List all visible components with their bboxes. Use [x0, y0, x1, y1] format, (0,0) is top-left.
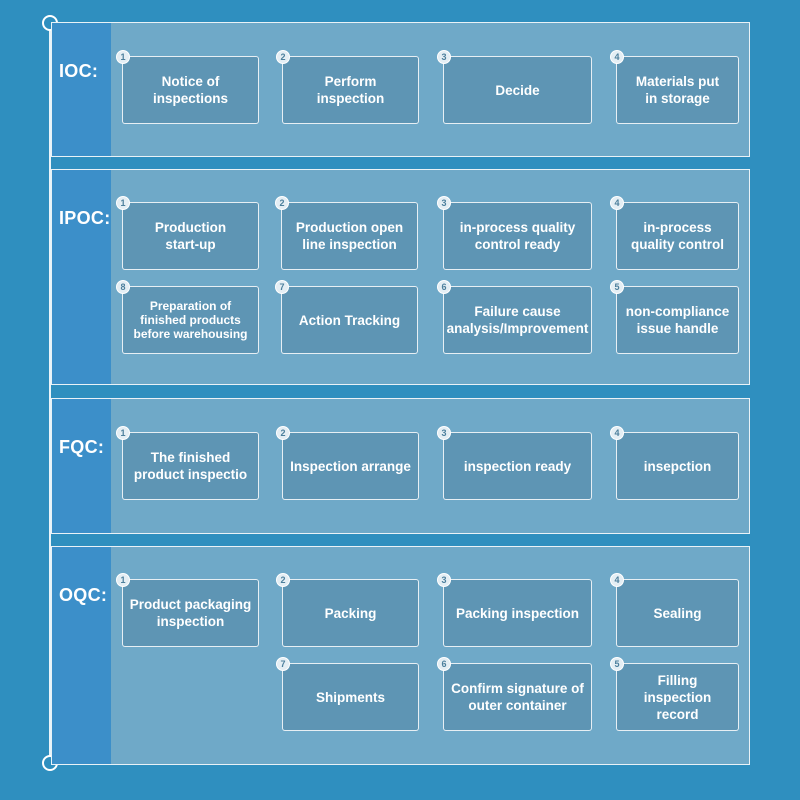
oqc-step-1[interactable]: 1 Product packaging inspection — [116, 573, 259, 647]
step-number-badge: 7 — [275, 280, 289, 294]
section-ipoc: IPOC: 1 Production start-up 2 Production… — [51, 169, 750, 385]
oqc-step-6[interactable]: 6 Confirm signature of outer container — [437, 657, 592, 731]
step-number-badge: 2 — [276, 573, 290, 587]
step-number-badge: 3 — [437, 573, 451, 587]
oqc-step-2[interactable]: 2 Packing — [276, 573, 419, 647]
ipoc-step-8[interactable]: 8 Preparation of finished products befor… — [116, 280, 259, 354]
step-number-badge: 8 — [116, 280, 130, 294]
step-number-badge: 2 — [276, 50, 290, 64]
step-label: in-process quality control ready — [459, 220, 576, 252]
step-label: Decide — [495, 82, 540, 98]
section-oqc-sidebar — [52, 547, 111, 764]
oqc-step-4[interactable]: 4 Sealing — [610, 573, 739, 647]
step-label: Packing — [324, 605, 377, 621]
step-number-badge: 1 — [116, 573, 130, 587]
step-number-badge: 4 — [610, 196, 624, 210]
step-number-badge: 6 — [437, 657, 451, 671]
step-label: Inspection arrange — [290, 458, 411, 474]
ioc-step-3[interactable]: 3 Decide — [437, 50, 592, 124]
step-label: Sealing — [653, 605, 702, 621]
step-label: in-process quality control — [630, 220, 724, 252]
step-label: Action Tracking — [298, 312, 401, 328]
ioc-step-4[interactable]: 4 Materials put in storage — [610, 50, 739, 124]
step-number-badge: 2 — [276, 426, 290, 440]
step-label: Notice of inspections — [152, 74, 228, 106]
step-number-badge: 2 — [275, 196, 289, 210]
ipoc-step-4[interactable]: 4 in-process quality control — [610, 196, 739, 270]
step-label: Confirm signature of outer container — [451, 681, 584, 713]
fqc-step-1[interactable]: 1 The finished product inspectio — [116, 426, 259, 500]
step-label: Product packaging inspection — [129, 597, 252, 629]
step-label: Packing inspection — [455, 605, 580, 621]
step-number-badge: 1 — [116, 196, 130, 210]
step-label: The finished product inspectio — [133, 450, 248, 482]
step-number-badge: 1 — [116, 426, 130, 440]
section-fqc-label: FQC: — [59, 437, 105, 457]
step-number-badge: 5 — [610, 280, 624, 294]
fqc-step-2[interactable]: 2 Inspection arrange — [276, 426, 419, 500]
step-label: Production start-up — [154, 220, 227, 252]
step-number-badge: 4 — [610, 573, 624, 587]
section-oqc-label: OQC: — [59, 585, 108, 605]
step-number-badge: 1 — [116, 50, 130, 64]
timeline-line — [49, 30, 51, 764]
section-oqc: OQC: 1 Product packaging inspection 2 Pa… — [51, 546, 750, 765]
oqc-step-7[interactable]: 7 Shipments — [276, 657, 419, 731]
step-label: Preparation of finished products before … — [133, 299, 248, 341]
step-number-badge: 3 — [437, 426, 451, 440]
ipoc-step-1[interactable]: 1 Production start-up — [116, 196, 259, 270]
step-label: insepction — [643, 458, 712, 474]
step-number-badge: 5 — [610, 657, 624, 671]
section-fqc: FQC: 1 The finished product inspectio 2 … — [51, 398, 750, 534]
section-fqc-sidebar — [52, 399, 111, 533]
ioc-step-2[interactable]: 2 Perform inspection — [276, 50, 419, 124]
section-ipoc-label: IPOC: — [59, 208, 111, 228]
step-label: Materials put in storage — [635, 74, 720, 106]
step-label: Shipments — [315, 689, 385, 705]
fqc-step-3[interactable]: 3 inspection ready — [437, 426, 592, 500]
section-ioc-label: IOC: — [59, 61, 99, 81]
ipoc-step-2[interactable]: 2 Production open line inspection — [275, 196, 418, 270]
step-label: Production open line inspection — [295, 220, 404, 252]
ipoc-step-3[interactable]: 3 in-process quality control ready — [437, 196, 592, 270]
step-label: non-compliance issue handle — [625, 304, 730, 336]
section-ioc-sidebar — [52, 23, 111, 156]
ioc-step-1[interactable]: 1 Notice of inspections — [116, 50, 259, 124]
step-label: Failure cause analysis/Improvement — [446, 304, 589, 336]
step-label: Filling inspection record — [643, 672, 712, 722]
step-number-badge: 6 — [437, 280, 451, 294]
ipoc-step-6[interactable]: 6 Failure cause analysis/Improvement — [437, 280, 592, 354]
step-number-badge: 3 — [437, 50, 451, 64]
step-number-badge: 4 — [610, 426, 624, 440]
oqc-step-5[interactable]: 5 Filling inspection record — [610, 657, 739, 731]
step-label: Perform inspection — [316, 74, 385, 106]
section-ipoc-sidebar — [52, 170, 111, 384]
section-ioc: IOC: 1 Notice of inspections 2 Perform i… — [51, 22, 750, 157]
oqc-step-3[interactable]: 3 Packing inspection — [437, 573, 592, 647]
ipoc-step-5[interactable]: 5 non-compliance issue handle — [610, 280, 739, 354]
step-label: inspection ready — [463, 458, 572, 474]
ipoc-step-7[interactable]: 7 Action Tracking — [275, 280, 418, 354]
step-number-badge: 3 — [437, 196, 451, 210]
step-number-badge: 7 — [276, 657, 290, 671]
fqc-step-4[interactable]: 4 insepction — [610, 426, 739, 500]
step-number-badge: 4 — [610, 50, 624, 64]
